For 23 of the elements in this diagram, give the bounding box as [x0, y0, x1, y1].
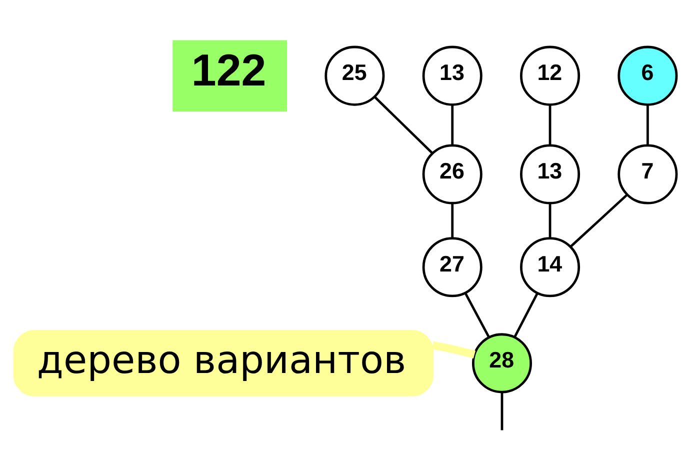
node-circle: 7: [618, 144, 678, 204]
node-circle: 26: [422, 144, 482, 204]
connector: [570, 194, 628, 247]
connector: [548, 104, 552, 144]
node-circle: 25: [324, 45, 385, 106]
node-circle: 14: [520, 236, 580, 297]
node-box: дерево вариантов: [13, 329, 434, 396]
connector: [464, 292, 490, 338]
node-circle: 13: [520, 144, 580, 204]
connector: [514, 292, 538, 338]
node-circle: 12: [520, 45, 580, 106]
node-circle: 13: [422, 45, 482, 106]
connector: [646, 104, 649, 144]
node-circle: 27: [422, 236, 482, 297]
connector: [451, 104, 454, 144]
node-box: 122: [172, 40, 288, 111]
connector: [374, 96, 433, 154]
connector: [548, 202, 552, 238]
node-circle: 6: [618, 45, 678, 106]
node-circle: 28: [472, 332, 532, 393]
connector: [451, 202, 454, 238]
connector: [500, 392, 504, 430]
connector: [432, 340, 476, 358]
